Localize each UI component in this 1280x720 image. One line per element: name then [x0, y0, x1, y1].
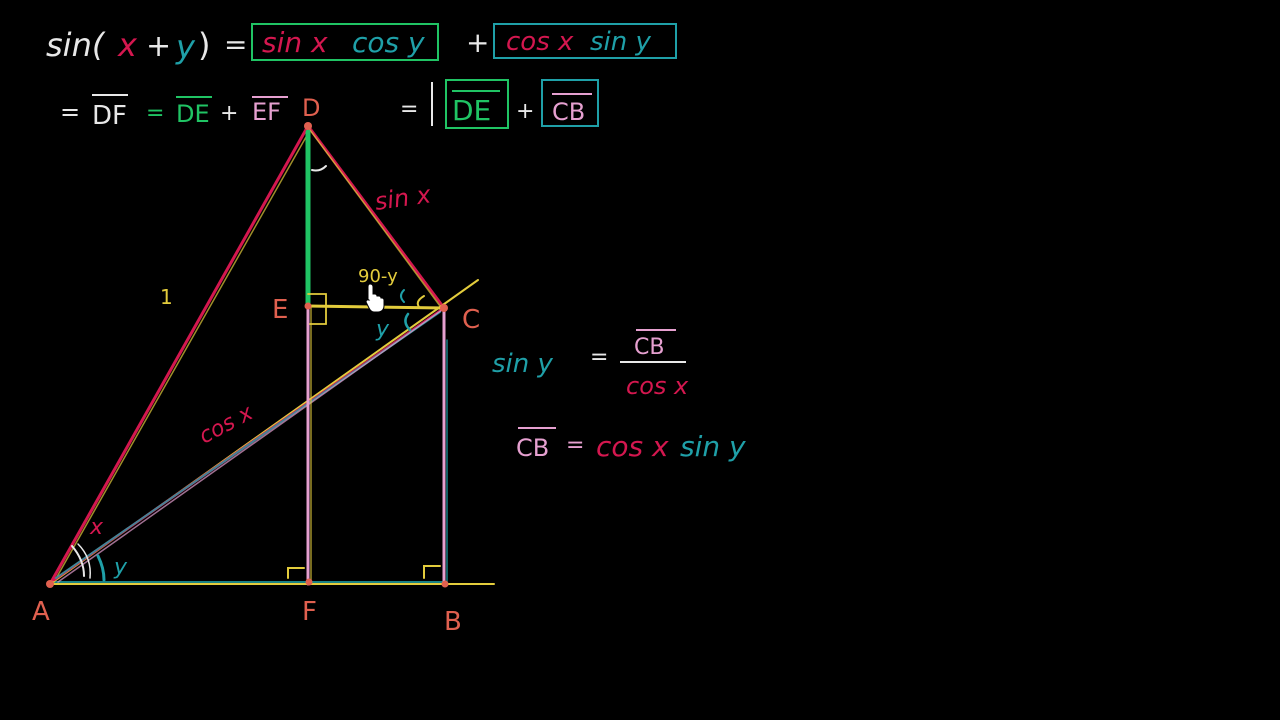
- angle-arc-x2: [77, 543, 91, 579]
- side-result-cosx: cos x: [596, 430, 669, 463]
- vertex-a: [46, 580, 54, 588]
- angle-arc-d: [311, 165, 327, 172]
- side-result-cb: CB: [516, 434, 549, 462]
- right-angle-b: [423, 565, 441, 579]
- vertex-b: [441, 580, 449, 588]
- label-e: E: [272, 295, 288, 325]
- angle-arc-x: [71, 545, 85, 577]
- right-angle-e: [307, 293, 327, 325]
- side-siny: sin y: [492, 349, 554, 379]
- label-angle-y-c: y: [375, 317, 390, 342]
- segment-ad-yellow: [53, 129, 311, 583]
- eq2-equals-2: =: [146, 101, 164, 126]
- vertex-f: [305, 578, 313, 586]
- equation-line-2: = DF = DE + EF = DE + CB: [60, 79, 599, 131]
- equation-line-1: sin( x + y ) = sin x cos y + cos x sin y: [46, 23, 677, 66]
- side-result-eq: =: [566, 433, 584, 458]
- right-angle-f: [287, 567, 305, 579]
- label-angle-y: y: [113, 555, 128, 580]
- angle-arc-c-y: [404, 312, 412, 332]
- eq2-df: DF: [92, 101, 127, 131]
- label-angle-x: x: [89, 515, 104, 540]
- angle-arc-c-90: [416, 295, 425, 309]
- side-result-siny: sin y: [680, 430, 746, 463]
- eq1-plus2: +: [466, 26, 489, 59]
- eq2-equals-1: =: [60, 98, 80, 126]
- eq1-sin-open: sin(: [46, 26, 106, 64]
- point-labels: A B C D E F: [32, 94, 480, 637]
- angle-arc-c-teal: [400, 289, 405, 303]
- eq1-plus: +: [146, 29, 171, 64]
- label-a: A: [32, 597, 50, 627]
- box-cosx-siny: [493, 23, 677, 59]
- eq2-plus2: +: [516, 99, 534, 124]
- segment-ac-pink: [57, 309, 443, 583]
- vertex-d: [304, 122, 312, 130]
- angle-arc-y: [96, 554, 106, 582]
- eq1-term2-cosx: cos x: [506, 27, 574, 57]
- side-denominator: cos x: [626, 372, 689, 400]
- eq1-term1-sinx: sin x: [262, 26, 328, 59]
- label-b: B: [444, 607, 462, 637]
- label-90-y: 90-y: [358, 266, 398, 287]
- eq1-term1-cosy: cos y: [352, 26, 425, 59]
- label-c: C: [462, 305, 480, 335]
- label-d: D: [302, 94, 320, 122]
- eq2-equals-3: =: [400, 97, 418, 122]
- eq1-x: x: [117, 26, 138, 64]
- eq2-de: DE: [176, 100, 210, 128]
- side-equals: =: [590, 345, 608, 370]
- segment-ad: [48, 124, 310, 586]
- eq2-de-box: DE: [452, 94, 491, 127]
- eq2-cb-box: CB: [552, 98, 585, 126]
- eq2-plus: +: [220, 101, 238, 126]
- eq1-close: ): [198, 26, 210, 64]
- label-hyp-1: 1: [160, 285, 173, 309]
- vertex-e: [304, 302, 312, 310]
- box-cb: [541, 79, 599, 127]
- vertex-c: [440, 304, 448, 312]
- label-f: F: [302, 597, 317, 627]
- box-sinx-cosy: [251, 23, 439, 61]
- eq1-equals: =: [224, 28, 247, 61]
- geometry-figure: [46, 122, 495, 588]
- segment-dc-yellow: [309, 129, 441, 307]
- side-numerator: CB: [634, 335, 664, 360]
- eq1-term2-siny: sin y: [590, 27, 652, 57]
- side-work: sin y = CB cos x CB = cos x sin y: [492, 329, 746, 463]
- eq2-ef: EF: [252, 98, 281, 126]
- box-de: [445, 79, 509, 129]
- label-sinx: sin x: [373, 180, 433, 216]
- hand-cursor-icon: [365, 283, 385, 313]
- segment-dc: [306, 124, 446, 310]
- eq1-y: y: [175, 28, 196, 66]
